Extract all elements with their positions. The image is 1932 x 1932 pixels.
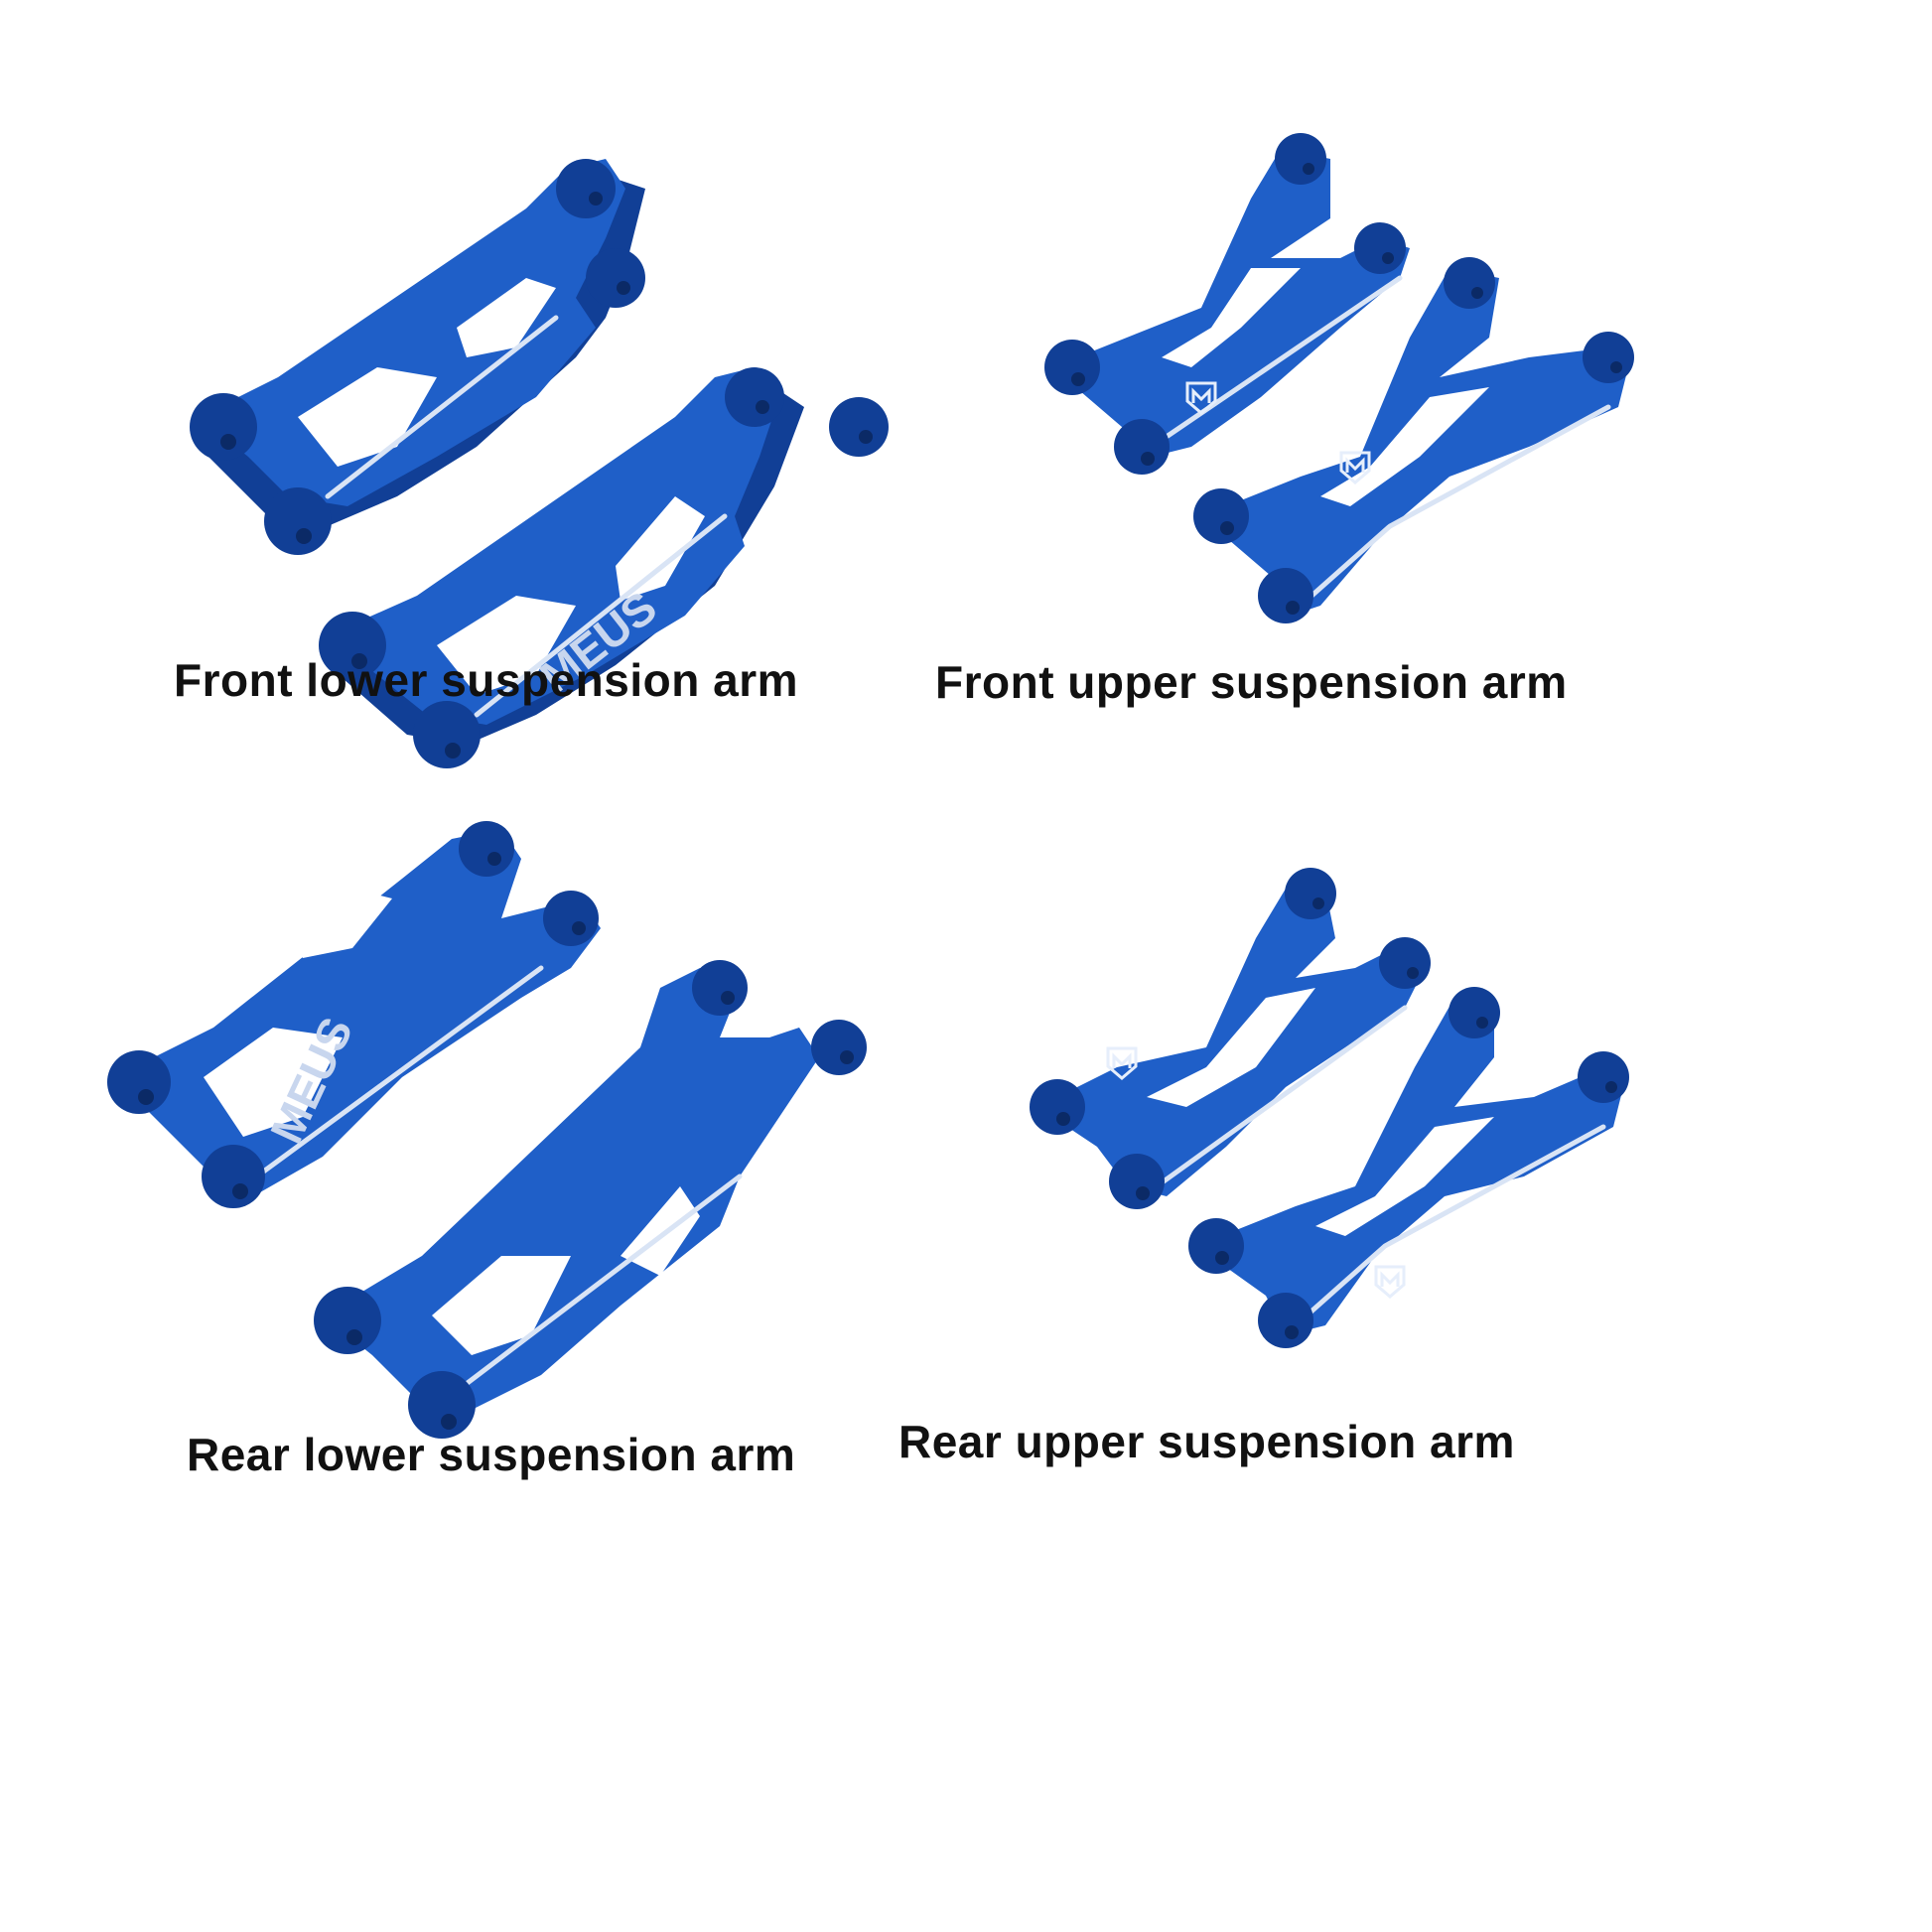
front-lower-arm-back (190, 159, 645, 555)
front-upper-arm-back (1044, 133, 1410, 475)
front-upper-arm-front (1193, 257, 1634, 623)
rear-lower-arm-image: MEUS (107, 821, 867, 1439)
front-upper-arm-photo (1042, 129, 1757, 623)
shield-m-logo-icon (1374, 1265, 1406, 1299)
shield-m-logo-icon (1339, 451, 1371, 484)
rear-lower-arm-photo: MEUS (104, 819, 998, 1439)
front-lower-arm-image: MEUS (190, 159, 889, 768)
shield-m-logo-icon (1106, 1046, 1138, 1080)
rear-lower-caption: Rear lower suspension arm (187, 1429, 796, 1480)
rear-upper-arm-photo (1028, 868, 1762, 1348)
rear-upper-arm-back (1030, 868, 1431, 1209)
front-lower-arm-photo: MEUS (179, 119, 973, 794)
front-lower-caption: Front lower suspension arm (174, 654, 798, 706)
front-lower-arm-front: MEUS (319, 367, 889, 768)
front-upper-arm-image (1044, 133, 1634, 623)
shield-m-logo-icon (1185, 381, 1217, 415)
rear-upper-arm-front (1188, 987, 1629, 1348)
rear-upper-caption: Rear upper suspension arm (898, 1416, 1515, 1467)
rear-lower-arm-back: MEUS (107, 821, 601, 1208)
rear-upper-arm-image (1030, 868, 1629, 1348)
front-upper-caption: Front upper suspension arm (935, 656, 1568, 708)
rear-lower-arm-front (314, 960, 867, 1439)
